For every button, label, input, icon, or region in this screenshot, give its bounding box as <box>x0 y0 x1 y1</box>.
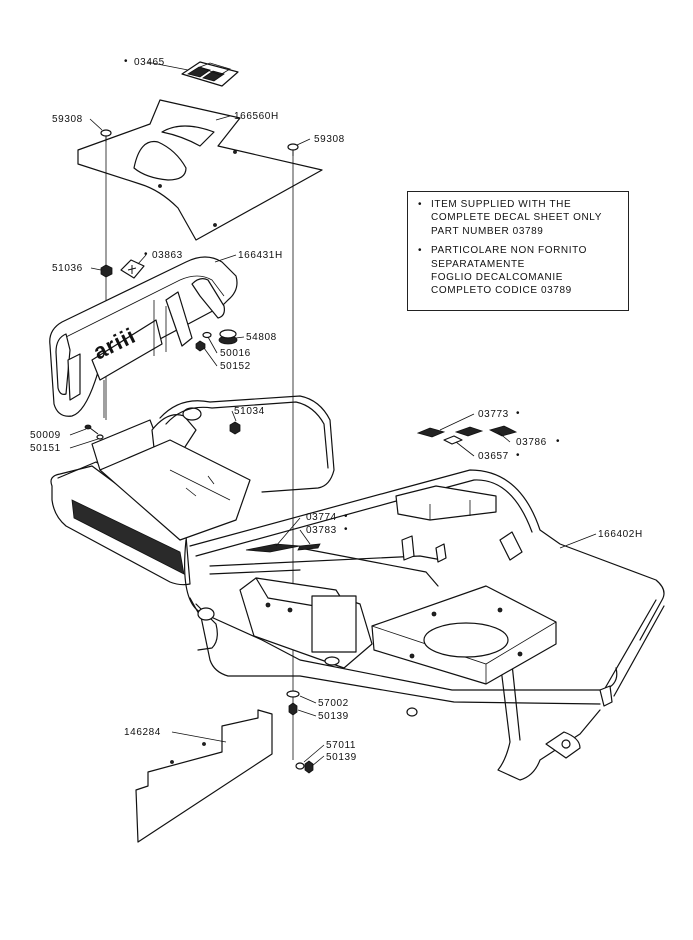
star-03773: • <box>516 408 520 419</box>
label-166560h: 166560H <box>234 111 279 122</box>
nut-50152 <box>195 340 206 352</box>
note-line: FOGLIO DECALCOMANIE <box>431 272 563 284</box>
decal-03657 <box>443 435 463 445</box>
note-line: PARTICOLARE NON FORNITO <box>431 245 588 257</box>
label-03465: 03465 <box>134 57 165 68</box>
label-51034: 51034 <box>234 406 265 417</box>
label-03773: 03773 <box>478 409 509 420</box>
screw-59308-right <box>287 143 299 156</box>
star-03783: • <box>344 524 348 535</box>
knob-54808 <box>218 329 238 345</box>
note-item-italian: • PARTICOLARE NON FORNITO SEPARATAMENTE … <box>418 244 620 298</box>
label-51036: 51036 <box>52 263 83 274</box>
leader-lines <box>69 61 597 767</box>
note-line: COMPLETE DECAL SHEET ONLY <box>431 212 602 224</box>
label-57002: 57002 <box>318 698 349 709</box>
front-cover-166431h: ariii <box>49 256 238 418</box>
label-50152: 50152 <box>220 361 251 372</box>
star-03774: • <box>344 511 348 522</box>
label-50016: 50016 <box>220 348 251 359</box>
decal-03783 <box>297 543 321 551</box>
guard-146284 <box>135 709 273 843</box>
nut-50139-upper <box>288 702 298 716</box>
bolt-50009 <box>84 424 99 435</box>
label-50139-lower: 50139 <box>326 752 357 763</box>
note-bullet: • <box>418 245 423 257</box>
decal-03786-b <box>488 425 518 437</box>
label-146284: 146284 <box>124 727 161 738</box>
label-03783: 03783 <box>306 525 337 536</box>
label-57011: 57011 <box>326 740 356 751</box>
washer-50151 <box>96 434 104 440</box>
label-03863: 03863 <box>152 250 183 261</box>
decal-03786-a <box>454 426 484 437</box>
washer-50016 <box>202 331 212 339</box>
label-50151: 50151 <box>30 443 61 454</box>
label-03657: 03657 <box>478 451 509 462</box>
nut-51034 <box>229 421 241 435</box>
label-54808: 54808 <box>246 332 277 343</box>
label-166402h: 166402H <box>598 529 643 540</box>
star-03786: • <box>556 436 560 447</box>
screw-59308-left <box>100 129 112 142</box>
label-50009: 50009 <box>30 430 61 441</box>
decal-03465 <box>181 61 239 87</box>
note-bullet: • <box>418 199 423 210</box>
label-03786: 03786 <box>516 437 547 448</box>
label-50139-upper: 50139 <box>318 711 349 722</box>
decal-03773 <box>416 427 446 438</box>
label-166431h: 166431H <box>238 250 283 261</box>
star-03465: • <box>124 56 128 67</box>
callout-labels: • 03465 166560H 59308 59308 51036 • 0386… <box>30 56 643 763</box>
cover-plate-166560h <box>77 99 323 241</box>
note-line: SEPARATAMENTE <box>431 258 525 270</box>
washer-57002 <box>286 690 300 698</box>
main-frame-166402h <box>50 395 665 781</box>
label-03774: 03774 <box>306 512 337 523</box>
washer-57011 <box>295 762 305 770</box>
label-59308-left: 59308 <box>52 114 83 125</box>
decal-03774 <box>245 543 301 553</box>
note-text-english: ITEM SUPPLIED WITH THE COMPLETE DECAL SH… <box>431 198 602 238</box>
note-line: COMPLETO CODICE 03789 <box>431 285 572 297</box>
note-item-english: • ITEM SUPPLIED WITH THE COMPLETE DECAL … <box>418 198 620 238</box>
nut-50139-lower <box>304 760 314 774</box>
star-03657: • <box>516 450 520 461</box>
decal-03863 <box>120 259 145 279</box>
star-03863: • <box>144 249 148 260</box>
note-line: ITEM SUPPLIED WITH THE <box>431 199 572 210</box>
decal-note-box: • ITEM SUPPLIED WITH THE COMPLETE DECAL … <box>407 191 629 311</box>
note-line: PART NUMBER 03789 <box>431 225 544 237</box>
note-text-italian: PARTICOLARE NON FORNITO SEPARATAMENTE FO… <box>431 244 587 298</box>
nut-51036 <box>100 264 113 278</box>
label-59308-right: 59308 <box>314 134 345 145</box>
